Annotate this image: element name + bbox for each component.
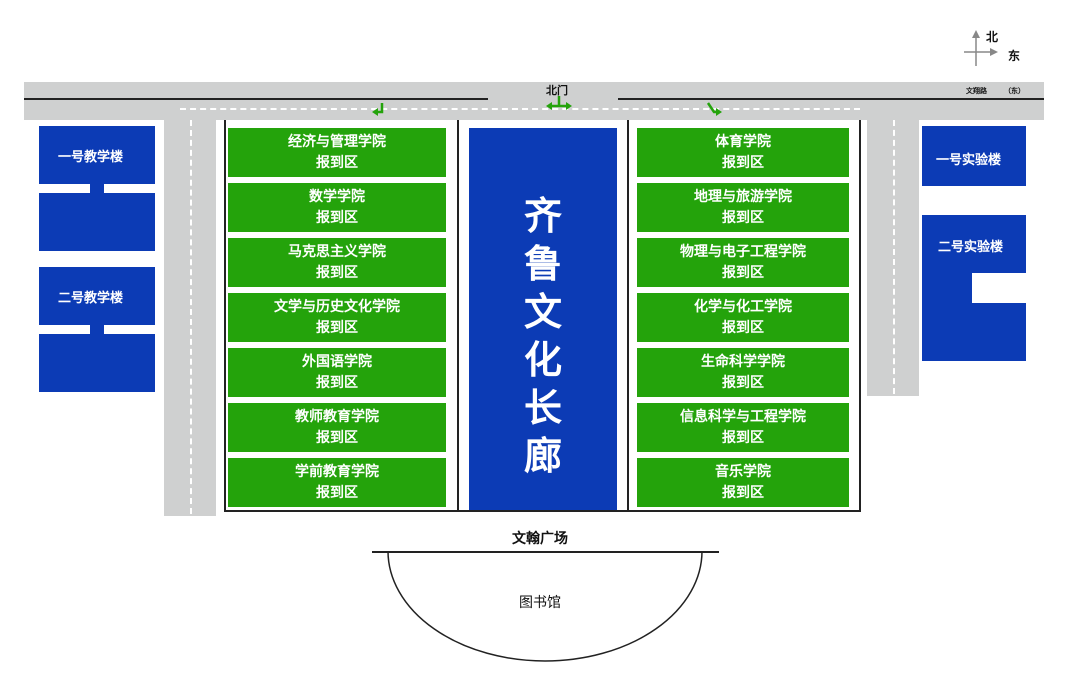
zone-mathematics: 数学学院报到区 [228,183,446,232]
corridor-title: 齐 鲁 文 化 长 廊 [523,194,562,478]
qilu-culture-corridor: 齐 鲁 文 化 长 廊 [469,128,617,510]
center-right-border [627,120,629,512]
road-center-line-left [24,98,488,100]
compass-arrows-icon [964,30,998,66]
right-area-border [859,120,861,512]
road-center-line-right [618,98,1044,100]
gate-entry-arrow-icon [546,96,572,110]
zone-information-science: 信息科学与工程学院报到区 [637,403,849,452]
zone-literature-history: 文学与历史文化学院报到区 [228,293,446,342]
zone-chemistry: 化学与化工学院报到区 [637,293,849,342]
zone-foreign-languages: 外国语学院报到区 [228,348,446,397]
zone-physics-electronics: 物理与电子工程学院报到区 [637,238,849,287]
plaza-line [372,551,719,553]
zone-geography-tourism: 地理与旅游学院报到区 [637,183,849,232]
top-road [24,82,1044,120]
north-gate-label: 北门 [546,84,568,97]
library-building [387,551,703,662]
lab-building-1-label: 一号实验楼 [936,153,1002,168]
zone-preschool-education: 学前教育学院报到区 [228,458,446,507]
zone-physical-education: 体育学院报到区 [637,128,849,177]
road-dash-line [180,108,860,110]
turn-left-arrow-icon [372,103,384,116]
left-area-border [224,120,226,512]
zone-life-sciences: 生命科学学院报到区 [637,348,849,397]
bottom-area-border [224,510,861,512]
left-road-dash [190,120,192,514]
lab-building-2-label: 二号实验楼 [938,240,1004,255]
teaching-building-1-label: 一号教学楼 [58,150,124,165]
compass-north-label: 北 [986,30,999,44]
zone-economics-management: 经济与管理学院报到区 [228,128,446,177]
road-suffix-label: （东） [1004,87,1025,95]
teaching-building-2-label: 二号教学楼 [58,291,124,306]
plaza-label: 文翰广场 [512,531,568,547]
library-label: 图书馆 [519,595,561,611]
center-left-border [457,120,459,512]
compass-east-label: 东 [1008,49,1021,63]
turn-right-arrow-icon [706,102,722,116]
right-road-dash [893,120,895,394]
zone-marxism: 马克思主义学院报到区 [228,238,446,287]
zone-teacher-education: 教师教育学院报到区 [228,403,446,452]
zone-music: 音乐学院报到区 [637,458,849,507]
road-name-label: 文翔路 [966,87,987,95]
